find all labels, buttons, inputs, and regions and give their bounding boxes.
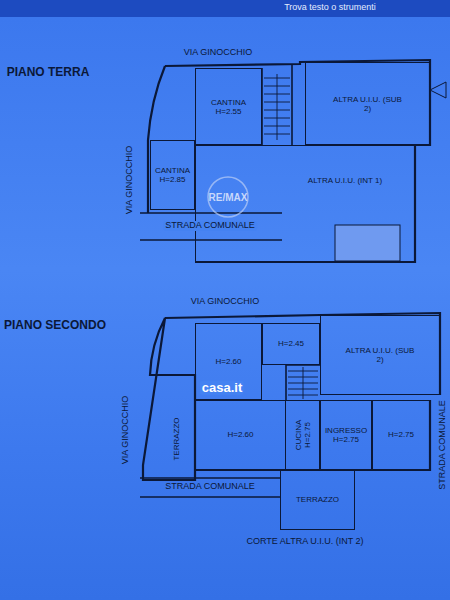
room-text-group: INGRESSOH=2.75 bbox=[325, 426, 367, 444]
road-line bbox=[140, 213, 282, 240]
street-label: STRADA COMUNALE bbox=[438, 398, 448, 492]
stair-steps bbox=[288, 367, 318, 399]
room-box: TERRAZZO bbox=[280, 470, 355, 530]
stair-wall bbox=[262, 64, 292, 145]
room-box: H=2.45 bbox=[262, 323, 320, 365]
grey-block bbox=[335, 225, 400, 261]
room-label: TERRAZZO bbox=[296, 495, 339, 504]
room-box: H=2.75 bbox=[372, 400, 430, 470]
room-box: INGRESSOH=2.75 bbox=[320, 400, 372, 470]
plan-label: RE/MAX bbox=[207, 192, 250, 203]
road-line bbox=[140, 478, 280, 497]
room-label: H=2.75 bbox=[333, 435, 359, 444]
room-text-group: H=2.60 bbox=[227, 430, 253, 439]
room-box: ALTRA U.I.U. (SUB 2) bbox=[305, 62, 430, 145]
room-text-group: TERRAZZO bbox=[172, 417, 181, 460]
room-label: ALTRA U.I.U. (SUB 2) bbox=[343, 346, 418, 364]
stair-steps bbox=[264, 74, 318, 399]
room-box: H=2.60 bbox=[195, 400, 286, 470]
room-box: CANTINAH=2.55 bbox=[195, 68, 262, 145]
room-label: ALTRA U.I.U. (SUB 2) bbox=[330, 94, 405, 112]
stair-wall bbox=[286, 365, 320, 400]
room-label: CANTINA bbox=[155, 166, 190, 175]
room-label: H=2.60 bbox=[215, 357, 241, 366]
room-label: H=2.75 bbox=[388, 430, 414, 439]
plan-label: PIANO TERRA bbox=[5, 66, 92, 79]
plan-label: VIA GINOCCHIO bbox=[182, 48, 255, 58]
plan-label: STRADA COMUNALE bbox=[163, 221, 257, 231]
room-text-group: H=2.45 bbox=[278, 339, 304, 348]
room-text-group: CUCINAH=2.75 bbox=[293, 420, 311, 451]
room-box: CANTINAH=2.85 bbox=[150, 140, 195, 210]
street-label: VIA GINOCCHIO bbox=[125, 144, 135, 217]
plan-label: Trova testo o strumenti bbox=[282, 3, 378, 13]
room-label: CUCINA bbox=[293, 420, 302, 451]
room-text-group: ALTRA U.I.U. (SUB 2) bbox=[343, 346, 418, 364]
terrace-outline bbox=[143, 318, 195, 480]
room-label: TERRAZZO bbox=[172, 417, 181, 460]
room-label: INGRESSO bbox=[325, 426, 367, 435]
room-box: ALTRA U.I.U. (INT 1) bbox=[195, 145, 415, 262]
plan-label: STRADA COMUNALE bbox=[163, 482, 257, 492]
street-label: VIA GINOCCHIO bbox=[121, 394, 131, 467]
plan-label: VIA GINOCCHIO bbox=[189, 297, 262, 307]
room-label: ALTRA U.I.U. (INT 1) bbox=[308, 176, 382, 185]
room-box: ALTRA U.I.U. (SUB 2) bbox=[320, 315, 440, 395]
wall-group bbox=[140, 60, 440, 497]
outer-wall bbox=[165, 313, 440, 470]
room-box: TERRAZZO bbox=[158, 400, 195, 478]
room-text-group: ALTRA U.I.U. (INT 1) bbox=[308, 176, 383, 185]
room-text-group: ALTRA U.I.U. (SUB 2) bbox=[330, 94, 405, 112]
room-box: CUCINAH=2.75 bbox=[285, 400, 320, 470]
room-label: H=2.85 bbox=[159, 175, 185, 184]
plan-label: PIANO SECONDO bbox=[2, 319, 108, 332]
plan-label: CORTE ALTRA U.I.U. (INT 2) bbox=[244, 537, 365, 547]
north-symbol bbox=[430, 82, 446, 98]
room-label: H=2.60 bbox=[227, 430, 253, 439]
room-label: H=2.45 bbox=[278, 339, 304, 348]
room-label: H=2.55 bbox=[215, 107, 241, 116]
room-text-group: H=2.75 bbox=[388, 430, 414, 439]
plan-label: casa.it bbox=[200, 381, 244, 395]
room-text-group: CANTINAH=2.55 bbox=[211, 97, 246, 115]
room-label: H=2.75 bbox=[303, 422, 312, 448]
outer-wall bbox=[165, 60, 430, 262]
room-text-group: H=2.60 bbox=[215, 357, 241, 366]
room-text-group: TERRAZZO bbox=[296, 495, 339, 504]
stair-steps bbox=[264, 74, 290, 140]
room-text-group: CANTINAH=2.85 bbox=[155, 166, 190, 184]
room-label: CANTINA bbox=[211, 97, 246, 106]
